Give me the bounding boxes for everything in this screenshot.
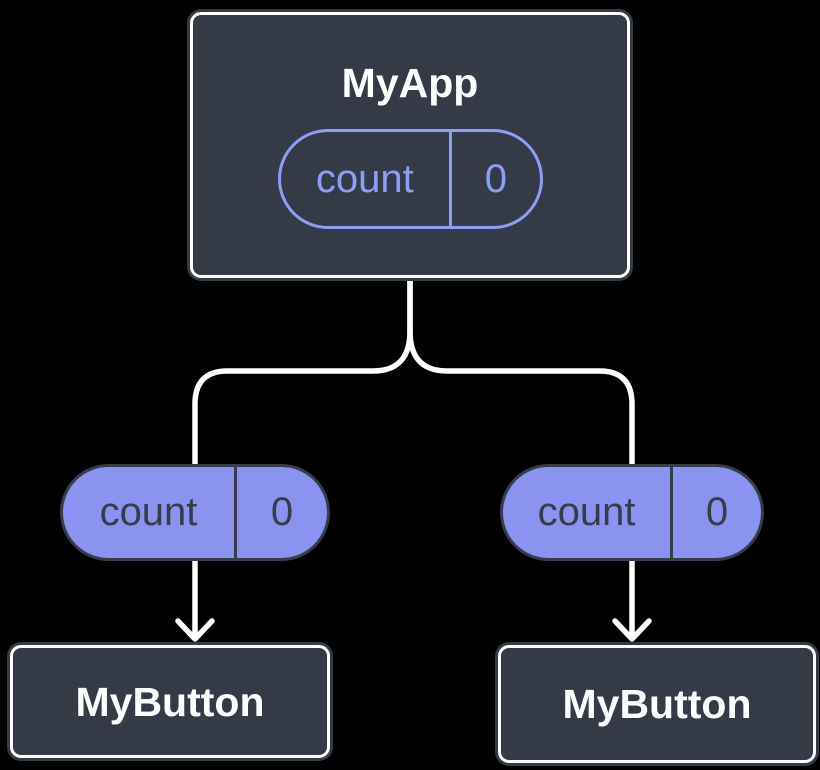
myapp-title: MyApp: [341, 60, 479, 106]
prop-name: count: [63, 467, 237, 558]
mybutton-node-left: MyButton: [10, 645, 330, 758]
state-name: count: [281, 132, 452, 226]
myapp-node: MyApp count 0: [190, 12, 630, 278]
mybutton-node-right: MyButton: [498, 645, 816, 763]
mybutton-title: MyButton: [562, 681, 752, 727]
prop-pill-right: count 0: [500, 464, 764, 561]
prop-value: 0: [705, 490, 729, 534]
connector-right-branch: [407, 278, 635, 466]
arrow-down-left-icon: [175, 557, 215, 642]
state-pill: count 0: [278, 129, 543, 229]
prop-value: 0: [270, 490, 294, 534]
mybutton-title: MyButton: [75, 678, 265, 725]
prop-pill-left: count 0: [60, 464, 330, 561]
prop-name: count: [503, 467, 674, 558]
arrow-down-right-icon: [612, 557, 652, 642]
state-value: 0: [484, 156, 507, 201]
connector-left-branch: [192, 278, 413, 466]
